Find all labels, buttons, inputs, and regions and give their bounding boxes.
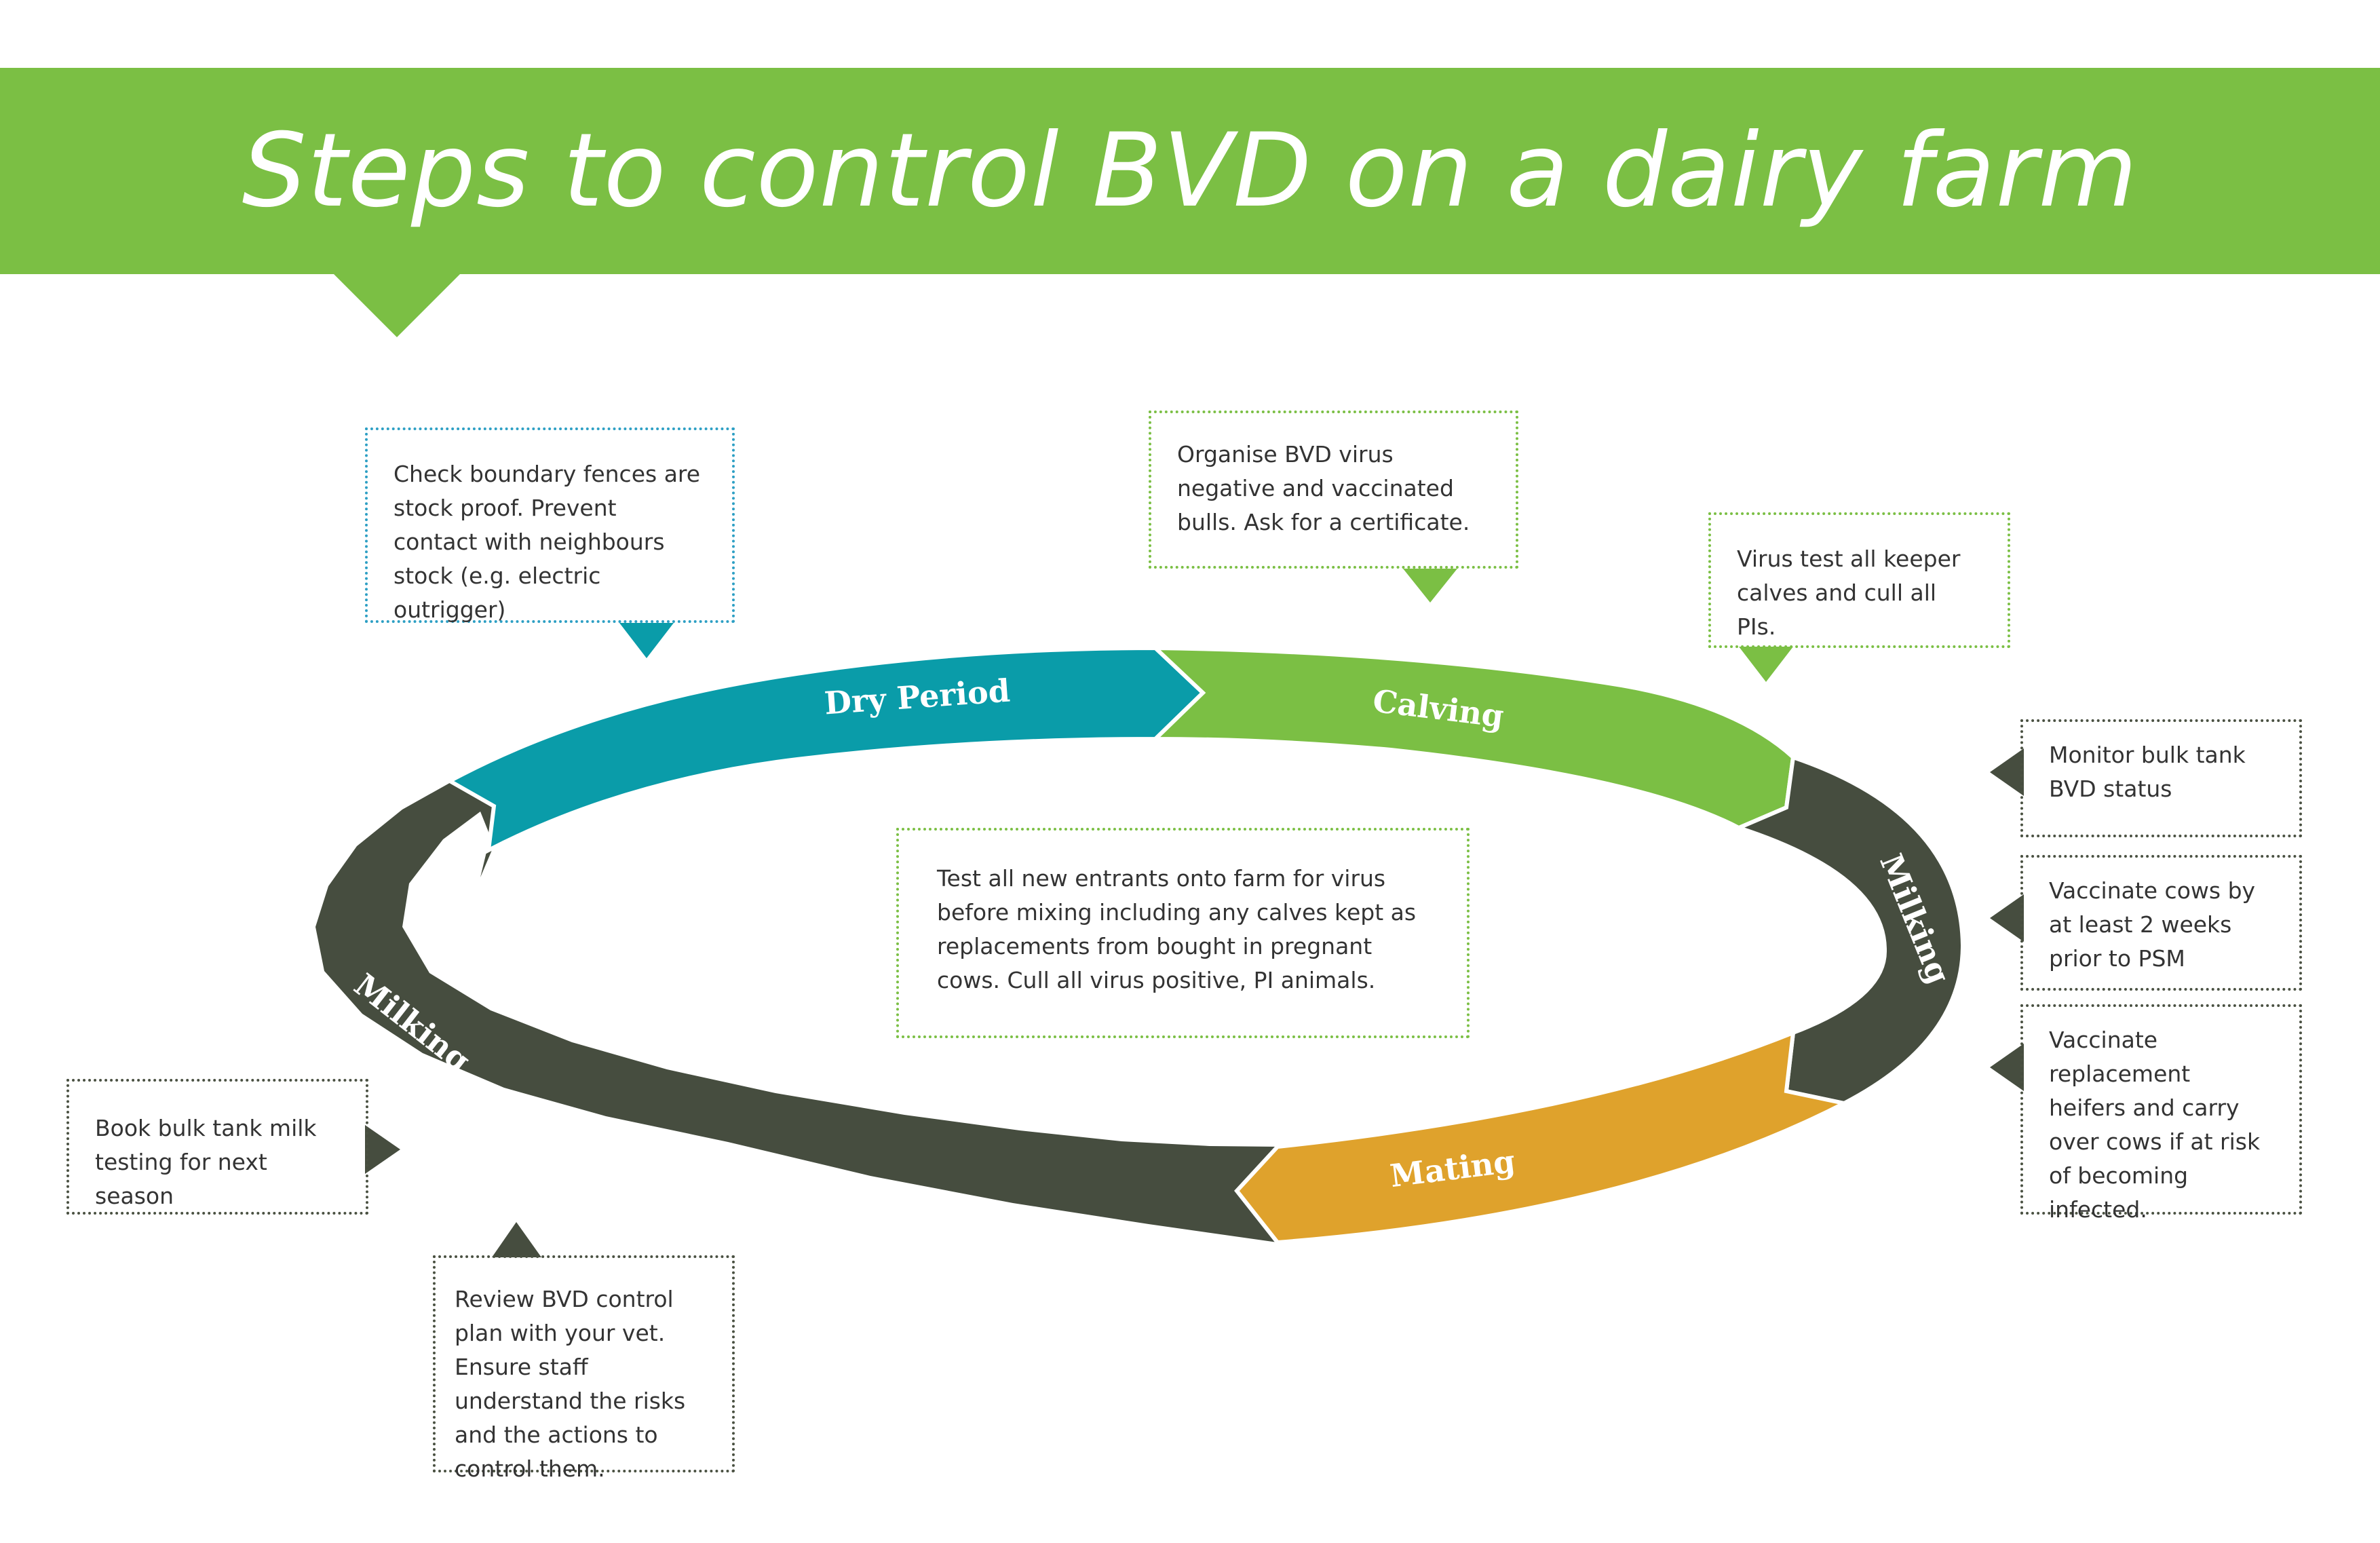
pointer-review-plan xyxy=(492,1222,541,1257)
segment-milking-left xyxy=(315,781,1311,1242)
note-bulls-text: Organise BVD virus negative and vaccinat… xyxy=(1177,441,1470,535)
pointer-vaccinate-heifers xyxy=(1990,1044,2024,1091)
segment-calving xyxy=(1150,645,1796,831)
note-new-entrants-text: Test all new entrants onto farm for viru… xyxy=(937,865,1417,993)
pointer-bulls xyxy=(1403,569,1457,603)
note-fences: Check boundary fences are stock proof. P… xyxy=(365,427,735,623)
note-review-plan-text: Review BVD control plan with your vet. E… xyxy=(455,1286,686,1482)
note-bulls: Organise BVD virus negative and vaccinat… xyxy=(1149,411,1518,569)
note-book-testing-text: Book bulk tank milk testing for next sea… xyxy=(95,1115,317,1209)
note-vaccinate-cows: Vaccinate cows by at least 2 weeks prior… xyxy=(2020,855,2302,991)
pointer-vaccinate-cows xyxy=(1990,894,2024,942)
note-fences-text: Check boundary fences are stock proof. P… xyxy=(394,461,701,623)
page-title: Steps to control BVD on a dairy farm xyxy=(242,112,2138,230)
note-bulk-tank: Monitor bulk tank BVD status xyxy=(2020,719,2302,837)
segment-mating xyxy=(1234,1029,1850,1245)
pointer-calves xyxy=(1739,647,1793,682)
banner-pointer xyxy=(332,273,461,337)
title-banner: Steps to control BVD on a dairy farm xyxy=(0,68,2380,274)
note-vaccinate-heifers: Vaccinate replacement heifers and carry … xyxy=(2020,1004,2302,1223)
note-book-testing: Book bulk tank milk testing for next sea… xyxy=(66,1079,368,1215)
note-review-plan: Review BVD control plan with your vet. E… xyxy=(433,1255,735,1482)
pointer-bulk-tank xyxy=(1990,748,2024,796)
pointer-book-testing xyxy=(365,1125,400,1174)
pointer-fences xyxy=(619,623,674,658)
segment-dry-period xyxy=(445,645,1206,854)
note-calves-text: Virus test all keeper calves and cull al… xyxy=(1737,546,1961,640)
note-calves: Virus test all keeper calves and cull al… xyxy=(1708,512,2010,648)
note-new-entrants: Test all new entrants onto farm for viru… xyxy=(896,828,1470,1038)
note-bulk-tank-text: Monitor bulk tank BVD status xyxy=(2049,742,2246,802)
note-vaccinate-cows-text: Vaccinate cows by at least 2 weeks prior… xyxy=(2049,877,2256,972)
note-vaccinate-heifers-text: Vaccinate replacement heifers and carry … xyxy=(2049,1027,2261,1223)
